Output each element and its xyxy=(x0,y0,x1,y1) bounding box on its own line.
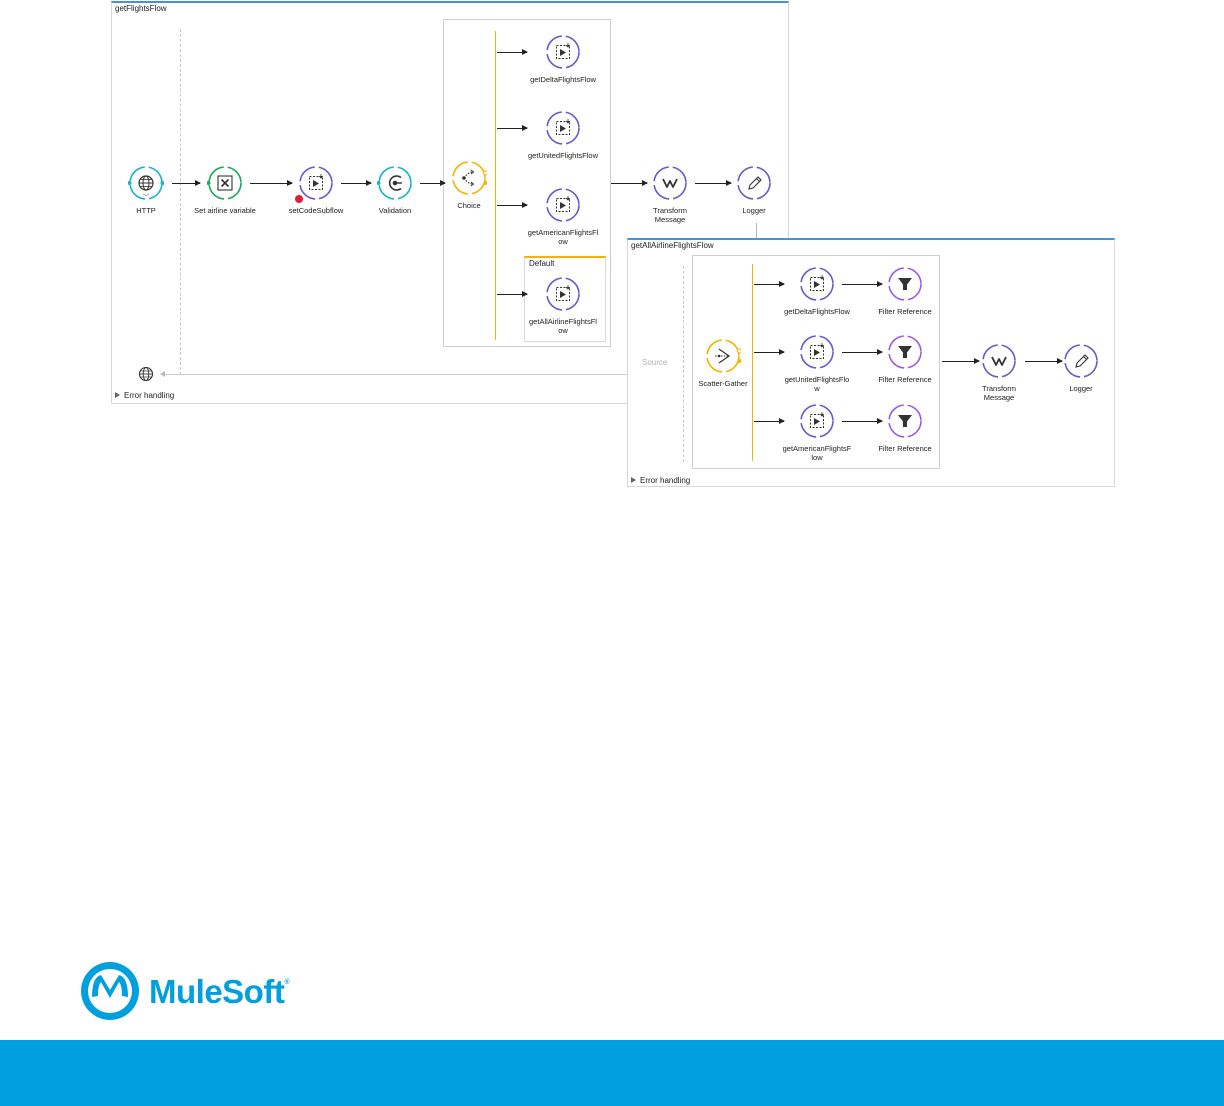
filter-icon xyxy=(888,404,922,438)
flow-reference-icon xyxy=(546,188,580,222)
flow-panel-getAllAirlineFlightsFlow[interactable]: getAllAirlineFlightsFlow Source Error ha… xyxy=(627,238,1115,487)
error-handling-toggle[interactable]: Error handling xyxy=(115,391,174,400)
arrow-united-filter xyxy=(842,349,883,355)
arrow-setvar-setcode xyxy=(250,180,293,186)
return-line xyxy=(164,374,790,375)
mulesoft-logo: MuleSoft® xyxy=(79,960,289,1024)
node-label: Choice xyxy=(457,201,481,210)
filter-icon xyxy=(888,335,922,369)
node-label: Set airline variable xyxy=(194,206,256,215)
scatter-gather-icon xyxy=(706,339,741,373)
logo-registered-mark: ® xyxy=(284,979,289,986)
node-label: getUnitedFlightsFlow xyxy=(527,151,599,160)
node-label: getUnitedFlightsFlow xyxy=(784,375,850,393)
breakpoint-dot[interactable] xyxy=(295,195,303,203)
flow-reference-icon xyxy=(800,267,834,301)
arrow-transform-logger xyxy=(695,180,732,186)
node-label: Validation xyxy=(378,206,412,215)
node-label: Logger xyxy=(742,206,766,215)
source-divider xyxy=(180,29,181,375)
filter-icon xyxy=(888,267,922,301)
dataweave-icon xyxy=(653,166,687,200)
arrow-branch-american xyxy=(497,202,528,208)
node-label: Filter Reference xyxy=(878,307,932,316)
default-label: Default xyxy=(529,259,555,268)
arrow-scatter-transform xyxy=(942,358,980,364)
pencil-icon xyxy=(737,166,771,200)
arrow-branch-delta xyxy=(497,49,528,55)
arrow-route-delta xyxy=(754,281,785,287)
node-label: getAmericanFlightsFlow xyxy=(782,444,852,462)
source-divider xyxy=(683,266,684,462)
footer-bar xyxy=(0,1040,1224,1106)
arrow-setcode-validation xyxy=(341,180,372,186)
arrow-delta-filter xyxy=(842,281,883,287)
arrow-branch-default xyxy=(497,291,528,297)
validation-icon xyxy=(377,166,412,200)
node-label: Transform Message xyxy=(982,384,1016,402)
node-label: Scatter-Gather xyxy=(698,379,748,388)
node-label: Filter Reference xyxy=(878,375,932,384)
node-label: Transform Message xyxy=(653,206,687,224)
scatter-branch-line xyxy=(752,264,753,461)
node-label: Logger xyxy=(1069,384,1093,393)
globe-icon xyxy=(128,166,164,200)
error-handling-label: Error handling xyxy=(124,391,175,400)
expand-triangle-icon xyxy=(115,392,120,398)
set-variable-icon xyxy=(207,166,242,200)
arrow-transform-logger xyxy=(1025,358,1063,364)
arrow-choice-transform xyxy=(611,180,648,186)
arrow-http-setvar xyxy=(172,180,201,186)
node-label: setCodeSubflow xyxy=(288,206,344,215)
dataweave-icon xyxy=(982,344,1016,378)
error-handling-label: Error handling xyxy=(640,476,691,485)
arrow-branch-united xyxy=(497,125,528,131)
flow-reference-icon xyxy=(299,166,333,200)
error-handling-toggle[interactable]: Error handling xyxy=(631,476,690,485)
node-label: getDeltaFlightsFlow xyxy=(530,75,596,84)
choice-branch-line xyxy=(495,31,496,340)
flow-reference-icon xyxy=(546,35,580,69)
flow-title: getFlightsFlow xyxy=(115,4,167,13)
arrow-route-united xyxy=(754,349,785,355)
arrow-route-american xyxy=(754,418,785,424)
arrow-american-filter xyxy=(842,418,883,424)
pencil-icon xyxy=(1064,344,1098,378)
choice-icon xyxy=(452,161,487,195)
globe-icon xyxy=(138,366,154,382)
flow-title: getAllAirlineFlightsFlow xyxy=(631,241,714,250)
node-label: getAmericanFlightsFlow xyxy=(527,228,599,246)
expand-triangle-icon xyxy=(631,477,636,483)
flow-reference-icon xyxy=(546,111,580,145)
source-label: Source xyxy=(642,358,668,367)
flow-panel-getFlightsFlow[interactable]: getFlightsFlow Error handling Default xyxy=(111,1,790,404)
mulesoft-m-icon xyxy=(81,962,139,1020)
logo-name: MuleSoft xyxy=(149,973,285,1010)
mulesoft-wordmark: MuleSoft® xyxy=(149,973,289,1011)
node-label: getAllAirlineFlightsFlow xyxy=(529,317,597,335)
node-label: getDeltaFlightsFlow xyxy=(784,307,850,316)
node-label: Filter Reference xyxy=(878,444,932,453)
return-arrowhead xyxy=(160,371,165,377)
flow-reference-icon xyxy=(546,277,580,311)
node-label: HTTP xyxy=(136,206,156,215)
flow-reference-icon xyxy=(800,404,834,438)
arrow-validation-choice xyxy=(420,180,446,186)
flow-reference-icon xyxy=(800,335,834,369)
logger-connector xyxy=(756,223,757,241)
